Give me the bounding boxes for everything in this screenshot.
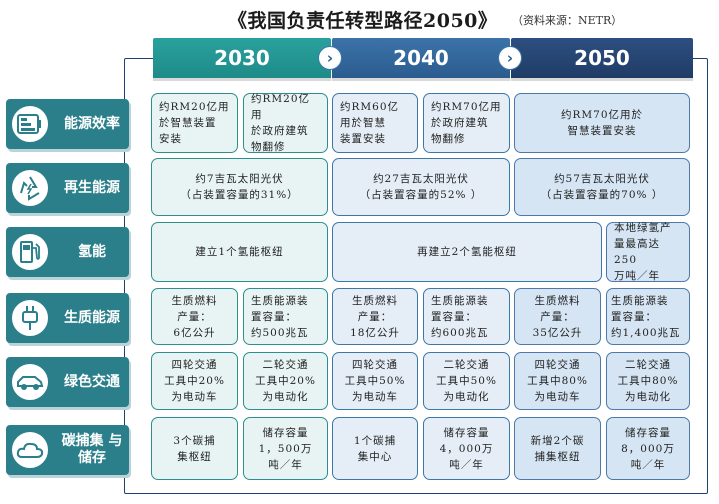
cell-2030-a: 生质燃料 产量： 6亿公升 [151, 288, 238, 345]
battery-icon [10, 104, 50, 144]
year-header-2050: 2050 [511, 38, 693, 78]
cell-2050-b: 储存容量 8，000万 吨／年 [606, 417, 690, 480]
cell-2040: 约27吉瓦太阳光伏 （占装置容量的52% ） [332, 158, 510, 216]
cell-2040-a: 约RM60亿 用於智慧 装置安装 [332, 93, 418, 153]
row-label-green-transport: 绿色交通 [6, 357, 129, 407]
cell-2040-b: 储存容量 4，000万 吨／年 [423, 417, 510, 480]
cell-2030-b: 储存容量 1，500万 吨／年 [243, 417, 328, 480]
cell-2050-a: 新增2个碳 捕集枢纽 [514, 417, 601, 480]
year-header-2040: 2040 [332, 38, 510, 78]
row-label-text: 绿色交通 [64, 374, 120, 390]
row-label-text: 碳捕集 与储存 [61, 433, 123, 466]
row-label-renewable-energy: 再生能源 [6, 163, 129, 213]
cell-2030-b: 二轮交通 工具中20% 为电动化 [243, 352, 328, 410]
cell-2050: 约57吉瓦太阳光伏 （占装置容量的70% ） [514, 158, 690, 216]
cell-2030: 约7吉瓦太阳光伏 （占装置容量的31%） [151, 158, 328, 216]
row-label-hydrogen: 氢能 [6, 227, 129, 277]
row-label-carbon-capture: 碳捕集 与储存 [6, 425, 129, 475]
cell-2030-a: 约RM20亿用 於智慧装置 安装 [151, 93, 238, 153]
cell-2040-a: 1个碳捕 集中心 [332, 417, 418, 480]
page-title: 《我国负责任转型路径2050》 [228, 10, 498, 32]
cell-2050-a: 四轮交通 工具中80% 为电动车 [514, 352, 601, 410]
cloud-icon [10, 430, 50, 470]
row-label-text: 生质能源 [64, 310, 120, 326]
cell-2030-a: 3个碳捕 集枢纽 [151, 417, 238, 480]
source-note: （资料来源：NETR） [512, 14, 623, 27]
car-icon [10, 362, 50, 402]
cell-2050: 约RM70亿用於 智慧装置安装 [514, 93, 690, 153]
chevron-right-icon: › [318, 46, 342, 70]
year-header-2030: 2030 [153, 38, 331, 78]
row-label-bioenergy: 生质能源 [6, 293, 129, 343]
cell-2050-b: 二轮交通 工具中80% 为电动化 [606, 352, 690, 410]
cell-2030-b: 生质能源装 置容量： 约500兆瓦 [243, 288, 328, 345]
row-label-text: 再生能源 [64, 180, 120, 196]
fuel-pump-icon [10, 232, 50, 272]
power-plug-icon [10, 298, 50, 338]
cell-2040-b: 生质能源装 置容量： 约600兆瓦 [423, 288, 510, 345]
recycle-icon [10, 168, 50, 208]
cell-2030-a: 四轮交通 工具中20% 为电动车 [151, 352, 238, 410]
row-label-text: 能源效率 [64, 116, 120, 132]
row-label-text: 氢能 [78, 244, 106, 260]
cell-2040-b: 二轮交通 工具中50% 为电动化 [423, 352, 510, 410]
cell-2040-a: 生质燃料 产量： 18亿公升 [332, 288, 418, 345]
cell-2050-b: 生质能源装 置容量： 约1,400兆瓦 [606, 288, 690, 345]
cell-2040-a: 四轮交通 工具中50% 为电动车 [332, 352, 418, 410]
cell-2040: 再建立2个氢能枢纽 [332, 222, 602, 282]
title-bar: 《我国负责任转型路径2050》 （资料来源：NETR） [0, 6, 719, 34]
cell-2040-b: 约RM70亿用 於政府建筑 物翻修 [423, 93, 510, 153]
row-label-energy-efficiency: 能源效率 [6, 99, 129, 149]
cell-2030-b: 约RM20亿用 於政府建筑 物翻修 [243, 93, 328, 153]
chevron-right-icon: › [498, 46, 522, 70]
cell-2030: 建立1个氢能枢纽 [151, 222, 328, 282]
cell-2050: 本地绿氢产 量最高达250 万吨／年 [606, 222, 690, 282]
cell-2050-a: 生质燃料 产量： 35亿公升 [514, 288, 601, 345]
